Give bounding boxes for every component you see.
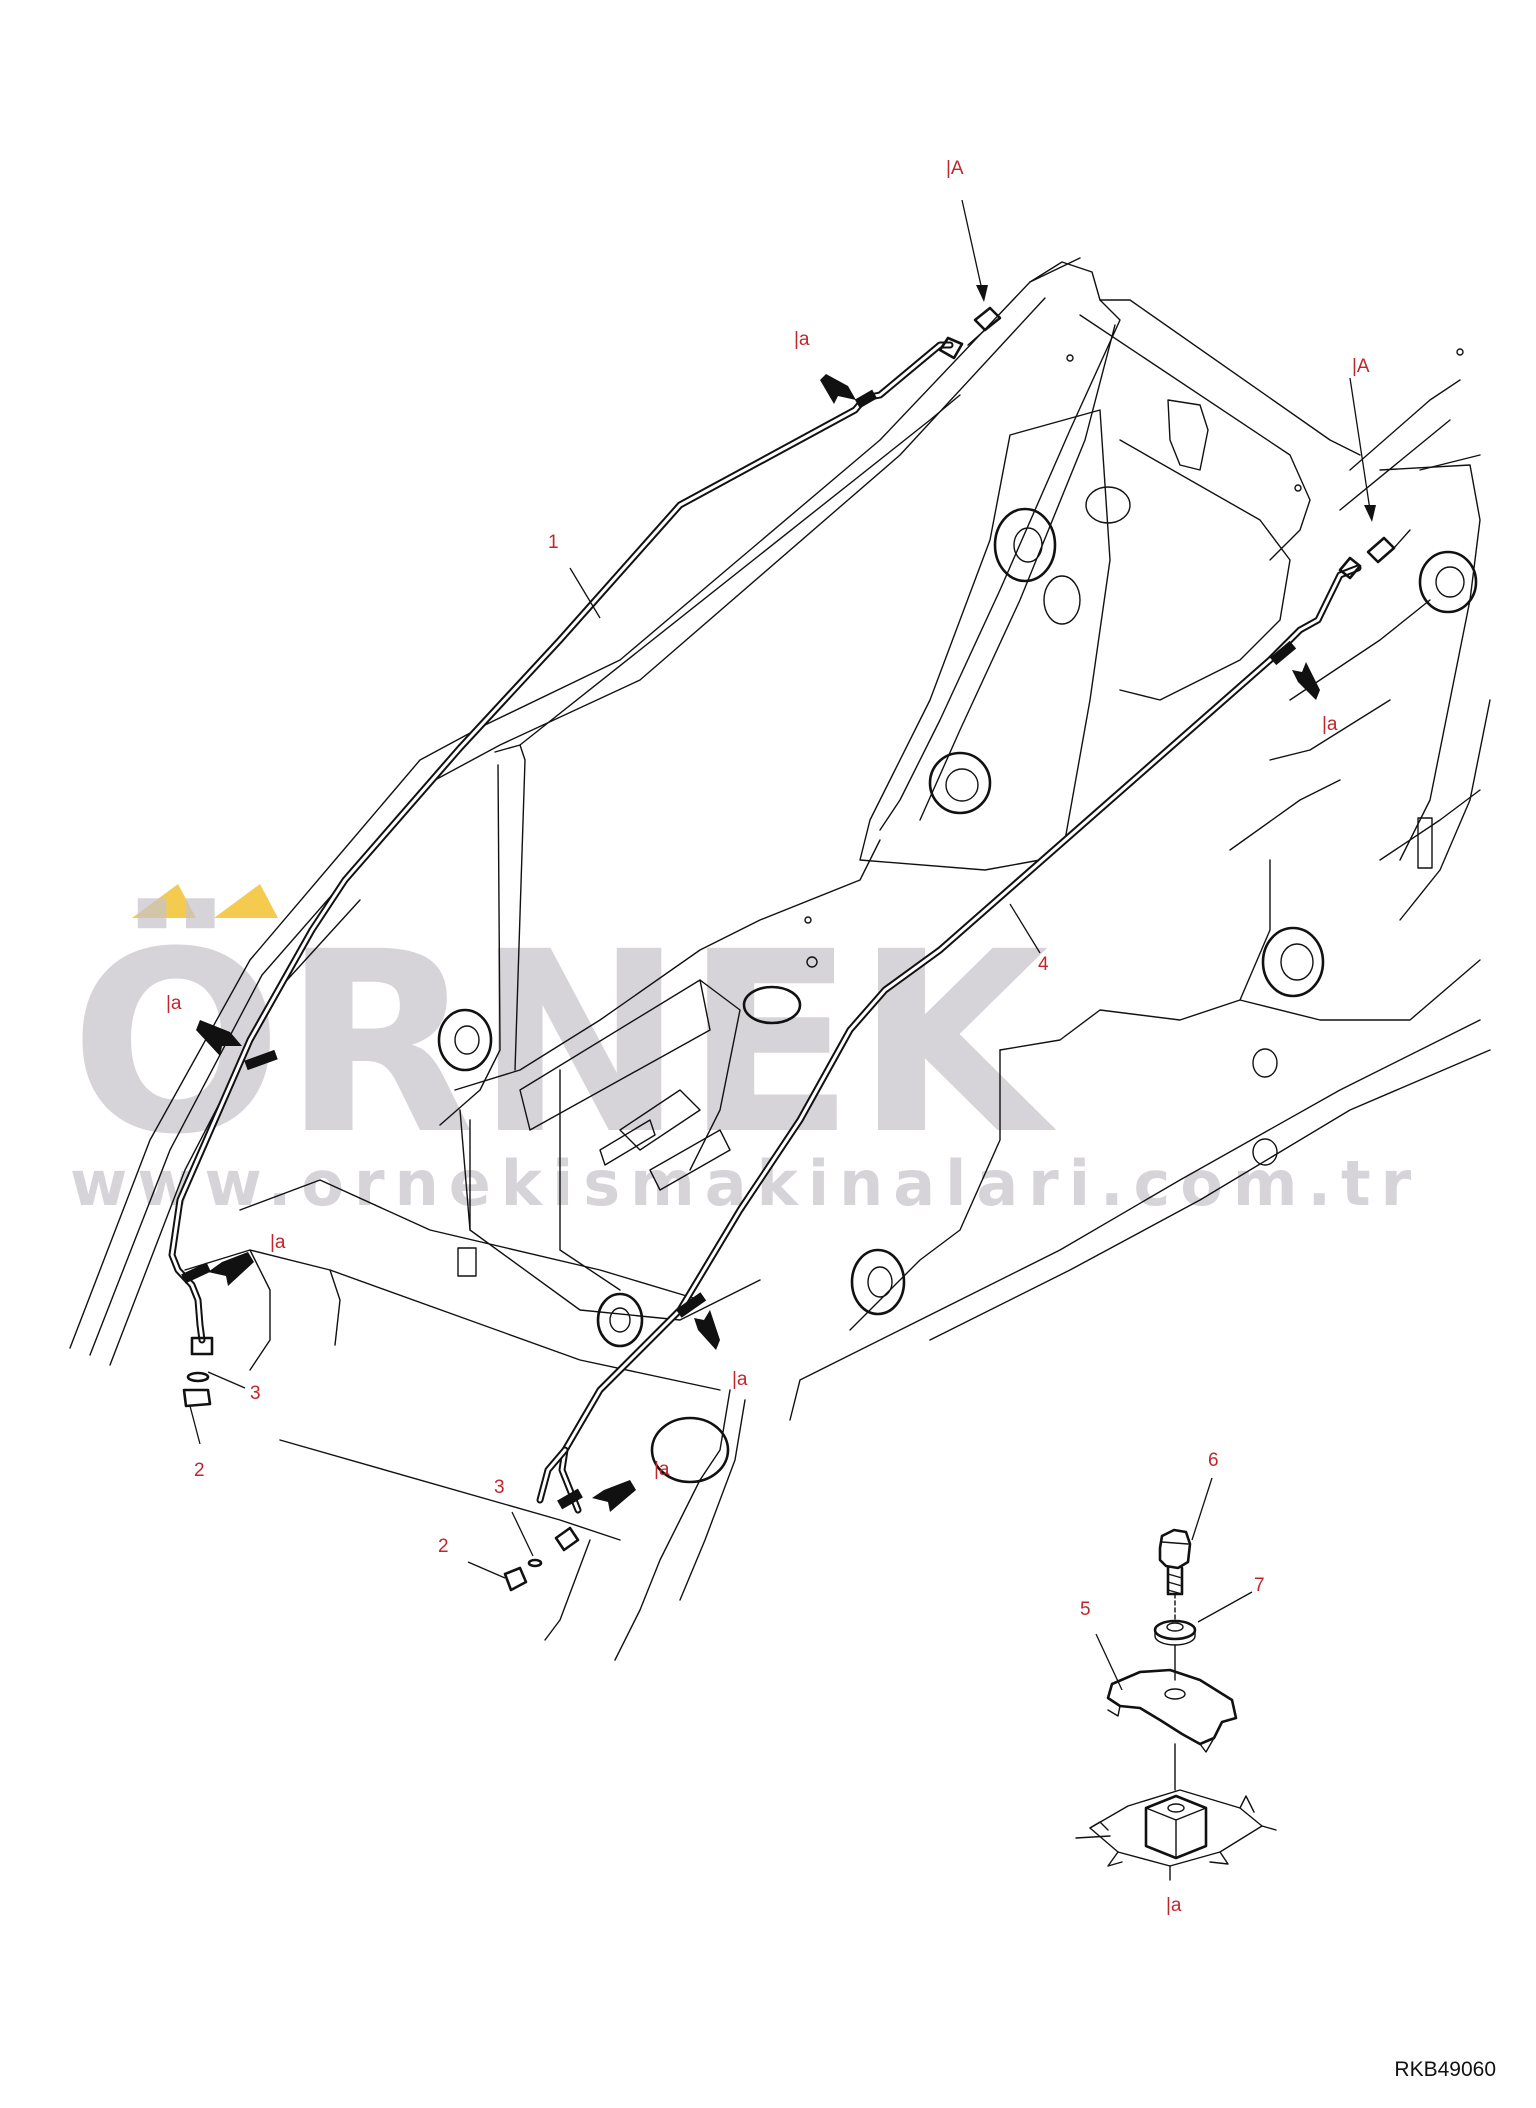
callout-detail-a-lower: |a [654, 1459, 670, 1480]
pin-boss-left [437, 1008, 493, 1072]
callout-part-5: 5 [1080, 1599, 1091, 1620]
pipe-1-fitting-top [938, 336, 964, 360]
pipe-1-clamp-top [854, 389, 878, 409]
callout-part-4: 4 [1038, 954, 1049, 975]
callout-detail-a-left: |a [166, 993, 182, 1014]
pipe-4-fitting-top [1338, 556, 1362, 580]
callout-part-3-left: 3 [250, 1383, 261, 1404]
callout-detail-A-right: |A [1352, 356, 1370, 377]
pipe-1-fitting-bottom [190, 1336, 214, 1356]
bolt-6 [1158, 1528, 1192, 1570]
callout-part-1: 1 [548, 532, 559, 553]
pipe-1 [168, 306, 1002, 1408]
arrow-clamp-lower-right [592, 1480, 636, 1512]
pin-boss-right-head [1418, 550, 1478, 614]
detail-A-leaders [961, 199, 1376, 522]
pin-boss-upper [993, 507, 1057, 583]
pipe-1-clamp-lower [181, 1262, 211, 1284]
drawing-code: RKB49060 [1394, 2058, 1496, 2081]
plug-2-left [182, 1388, 212, 1408]
callout-part-2-left: 2 [194, 1460, 205, 1481]
mounting-block [1144, 1794, 1208, 1860]
arrow-clamp-left-mid [196, 1020, 242, 1056]
callout-part-3-right: 3 [494, 1477, 505, 1498]
pipe-1-clamp-mid [244, 1049, 278, 1071]
pipe-4 [503, 529, 1411, 1592]
pipe-4-clamp-top [1269, 640, 1297, 666]
callout-detail-a-mid: |a [732, 1369, 748, 1390]
callout-detail-a-left-lower: |a [270, 1232, 286, 1253]
watermark-accent-left [132, 884, 196, 918]
arrow-clamp-left-lower [208, 1252, 254, 1286]
washer-3-left [186, 1371, 210, 1383]
pin-boss-lower [850, 1248, 906, 1316]
callout-detail-a-top: |a [794, 329, 810, 350]
callout-detail-A-top: |A [946, 158, 964, 179]
arrow-clamp-top-right [1292, 662, 1320, 700]
pin-boss-right-mid [1261, 926, 1325, 998]
arrow-clamp-top-left [820, 374, 856, 404]
clamp-plate-5 [1106, 1668, 1238, 1746]
pipe-4-clamp-mid [675, 1292, 707, 1318]
callout-labels: |A |A |a |a |a |a |a |a |a 1 4 3 2 3 2 6… [166, 158, 1370, 1916]
clamp-detail [1075, 1528, 1277, 1881]
pipe-4-clamp-lower [557, 1488, 583, 1510]
part-leaders [189, 567, 1253, 1691]
assembly-arrows [196, 374, 1320, 1512]
callout-part-2-right: 2 [438, 1536, 449, 1557]
pin-boss-mid [928, 751, 992, 815]
callout-detail-a-right-top: |a [1322, 714, 1338, 735]
watermark-accent-right [214, 884, 278, 918]
callout-detail-a-clamp: |a [1166, 1895, 1182, 1916]
pin-boss-foot [650, 1416, 730, 1484]
callout-part-7: 7 [1254, 1575, 1265, 1596]
arrow-clamp-mid-right [694, 1310, 720, 1350]
washer-3-right [527, 1558, 543, 1568]
callout-part-6: 6 [1208, 1450, 1219, 1471]
plug-2-right [503, 1566, 528, 1592]
